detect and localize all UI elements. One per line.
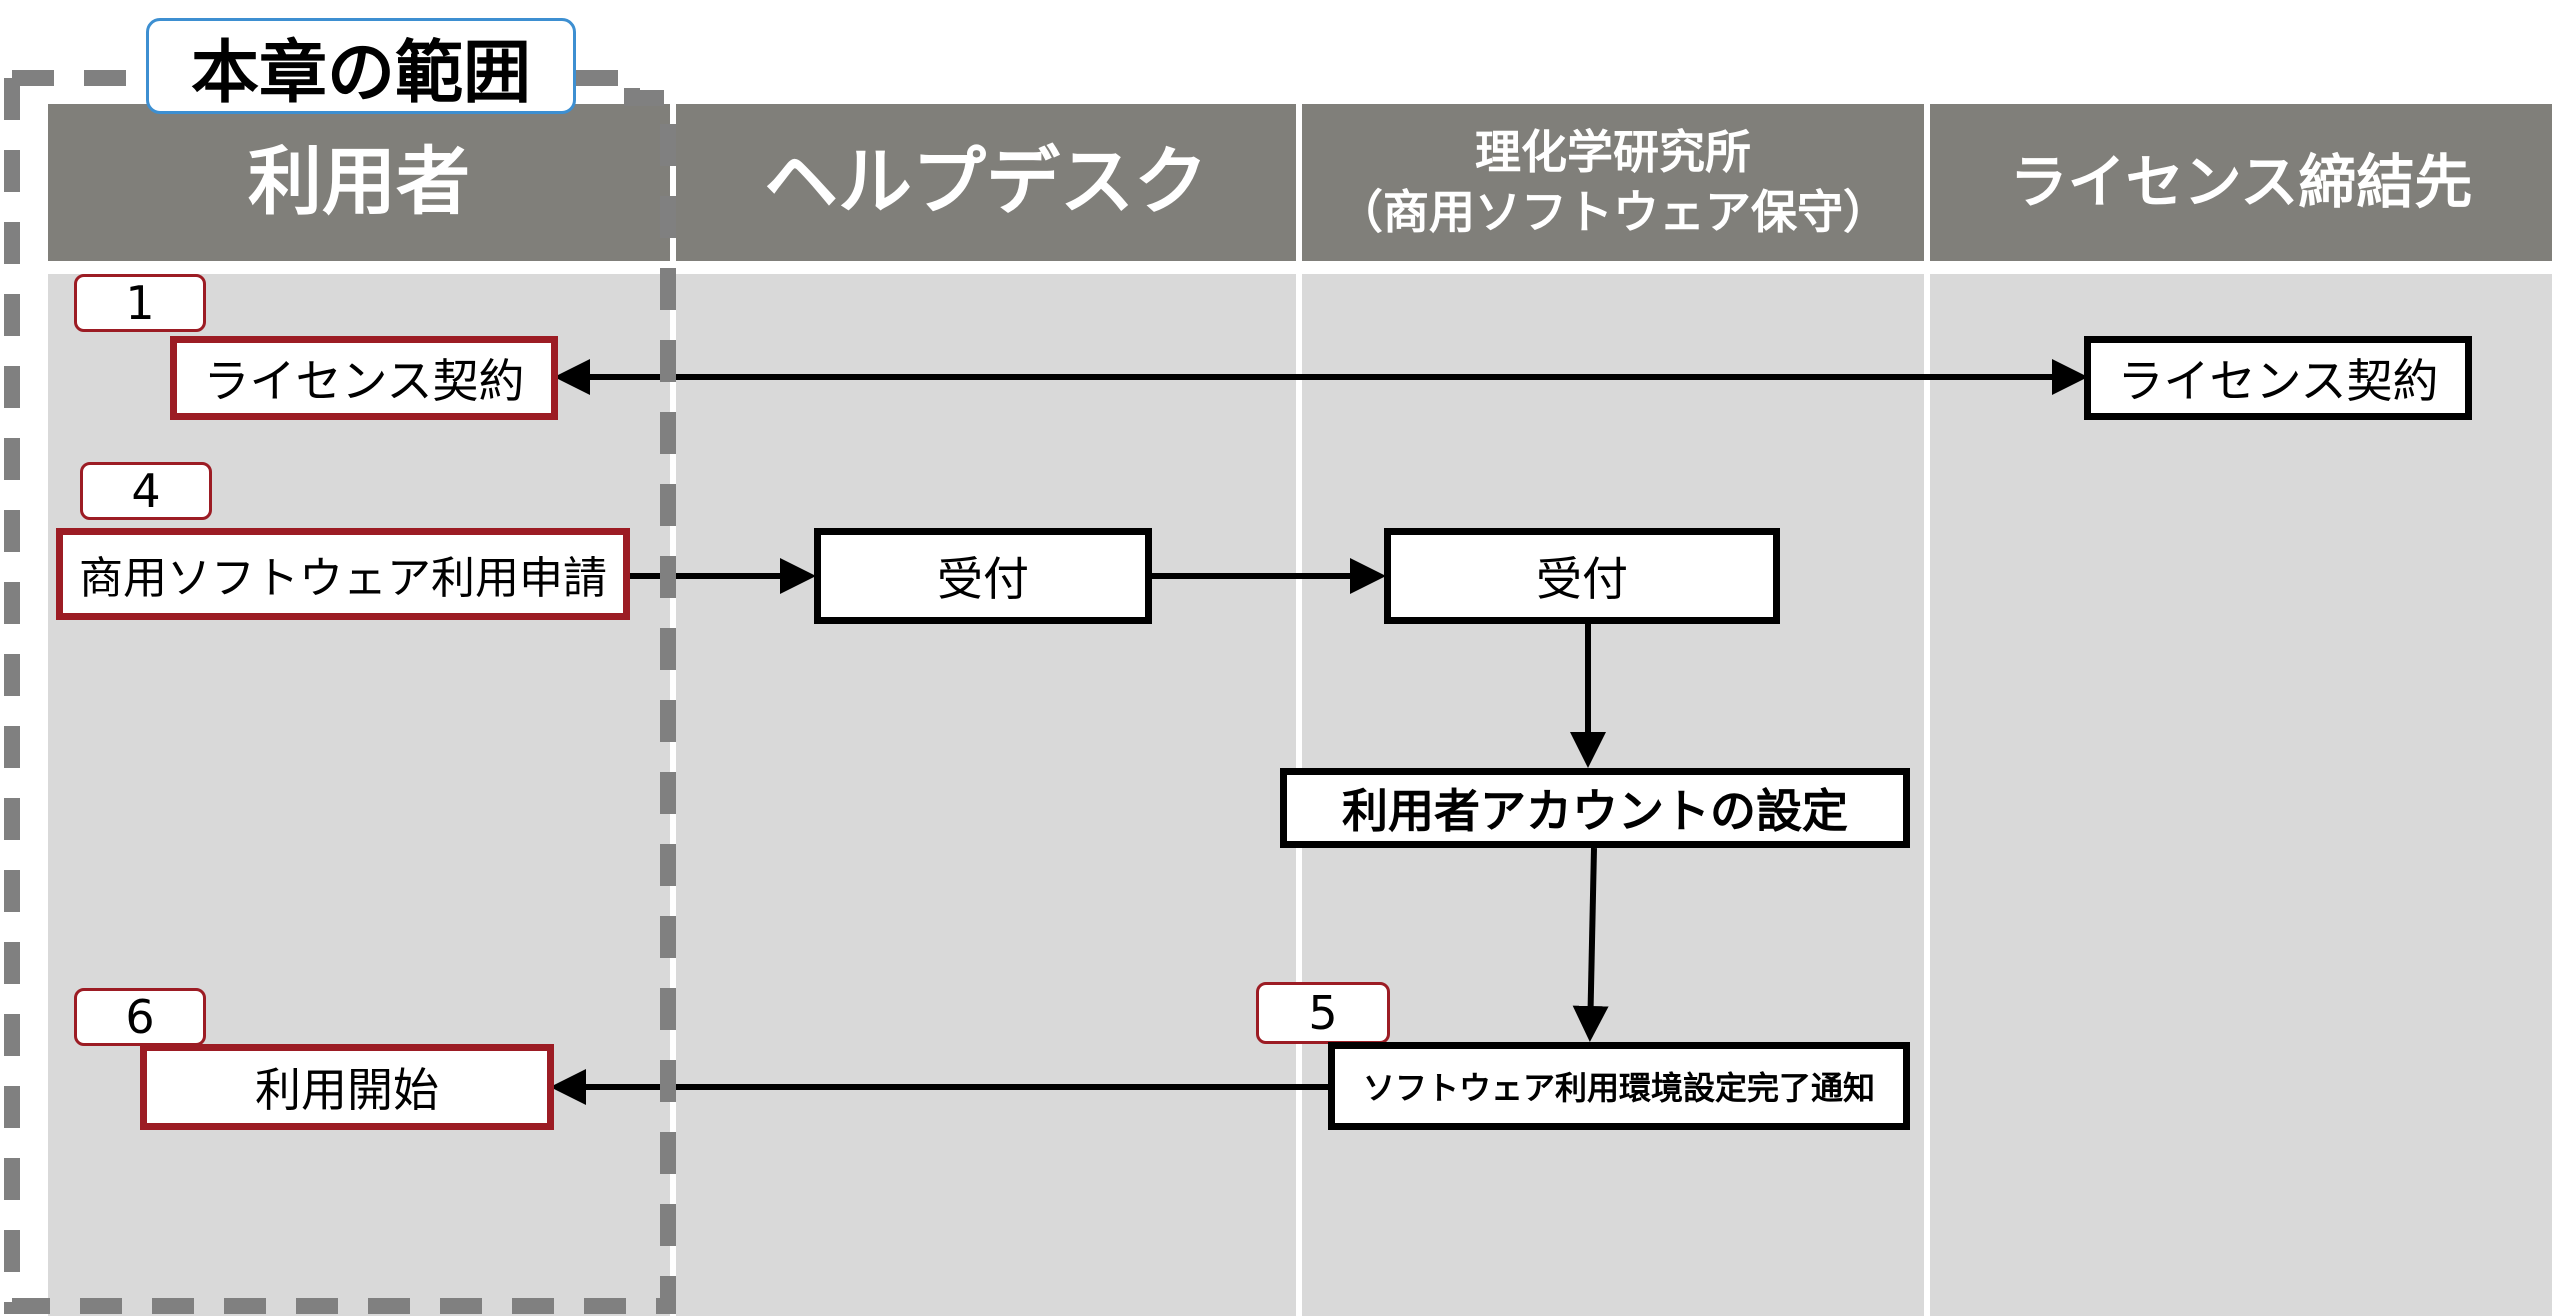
lane-header-riken: 理化学研究所 （商用ソフトウェア保守） [1302,104,1924,261]
usage-start-box: 利用開始 [140,1044,554,1130]
lane-header-label-line1: 理化学研究所 [1475,124,1751,179]
step-badge-6: 6 [74,988,206,1046]
step-badge-1: 1 [74,274,206,332]
riken-receive-box: 受付 [1384,528,1780,624]
account-setup-box: 利用者アカウントの設定 [1280,768,1910,848]
lane-header-helpdesk: ヘルプデスク [676,104,1296,261]
lane-body-user [48,274,670,1316]
lane-header-label: 利用者 [248,138,470,225]
helpdesk-receive-box: 受付 [814,528,1152,624]
lane-body-helpdesk [676,274,1296,1316]
license-contract-partner-box: ライセンス契約 [2084,336,2472,420]
step-badge-4: 4 [80,462,212,520]
account-to-notify-arrow [1572,847,1609,1042]
lane-header-label-line2: （商用ソフトウェア保守） [1337,184,1889,239]
lane-header-licensor: ライセンス締結先 [1930,104,2552,261]
lane-header-label: ライセンス締結先 [2009,147,2473,216]
scope-title: 本章の範囲 [146,18,576,114]
lane-body-licensor [1930,274,2552,1316]
step-badge-5: 5 [1256,982,1390,1044]
lane-header-user: 利用者 [48,104,670,261]
license-contract-user-box: ライセンス契約 [170,336,558,420]
software-application-box: 商用ソフトウェア利用申請 [56,528,630,620]
setup-complete-notice-box: ソフトウェア利用環境設定完了通知 [1328,1042,1910,1130]
lane-header-label: ヘルプデスク [764,138,1208,225]
scope-border [4,70,676,1314]
